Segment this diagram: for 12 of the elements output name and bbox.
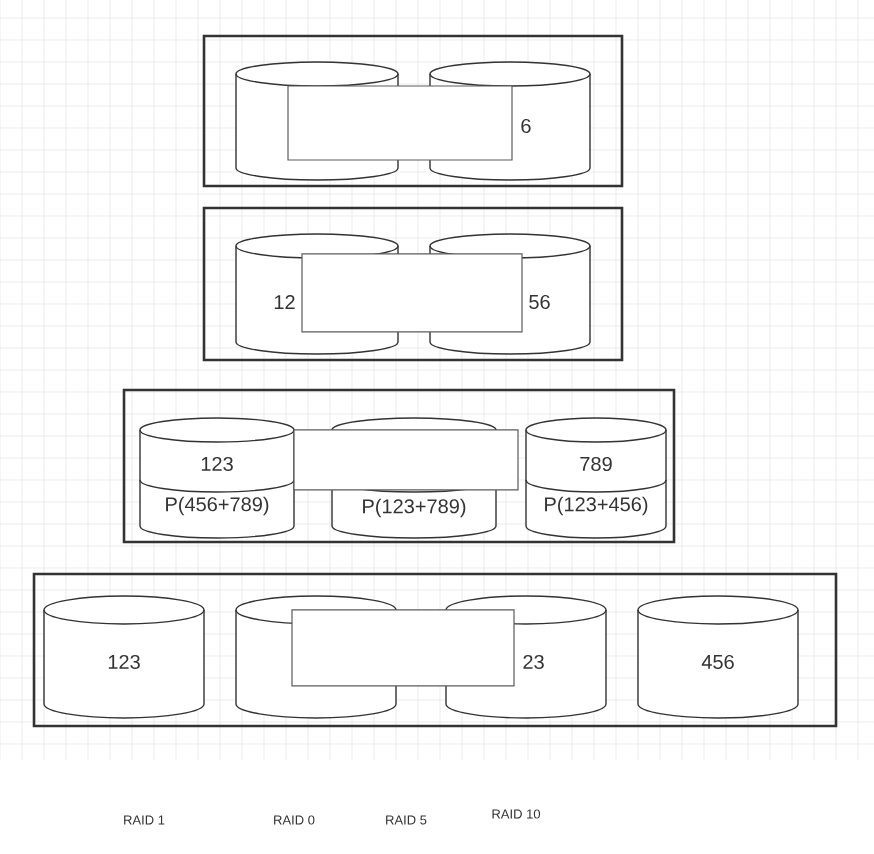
- disk-cylinder: 123 P(456+789): [139, 417, 295, 539]
- group-box: [32, 572, 838, 728]
- disk-cylinder: 123: [43, 595, 205, 719]
- blank-box: [287, 85, 513, 161]
- disk-cylinder: 456: [637, 595, 799, 719]
- group-box: [122, 388, 676, 544]
- blank-box: [293, 429, 519, 491]
- group-box: [202, 206, 624, 362]
- blank-box: [291, 609, 515, 687]
- group-box: [202, 34, 624, 188]
- blank-box: [301, 253, 523, 333]
- disk-cylinder: 789 P(123+456): [525, 417, 667, 539]
